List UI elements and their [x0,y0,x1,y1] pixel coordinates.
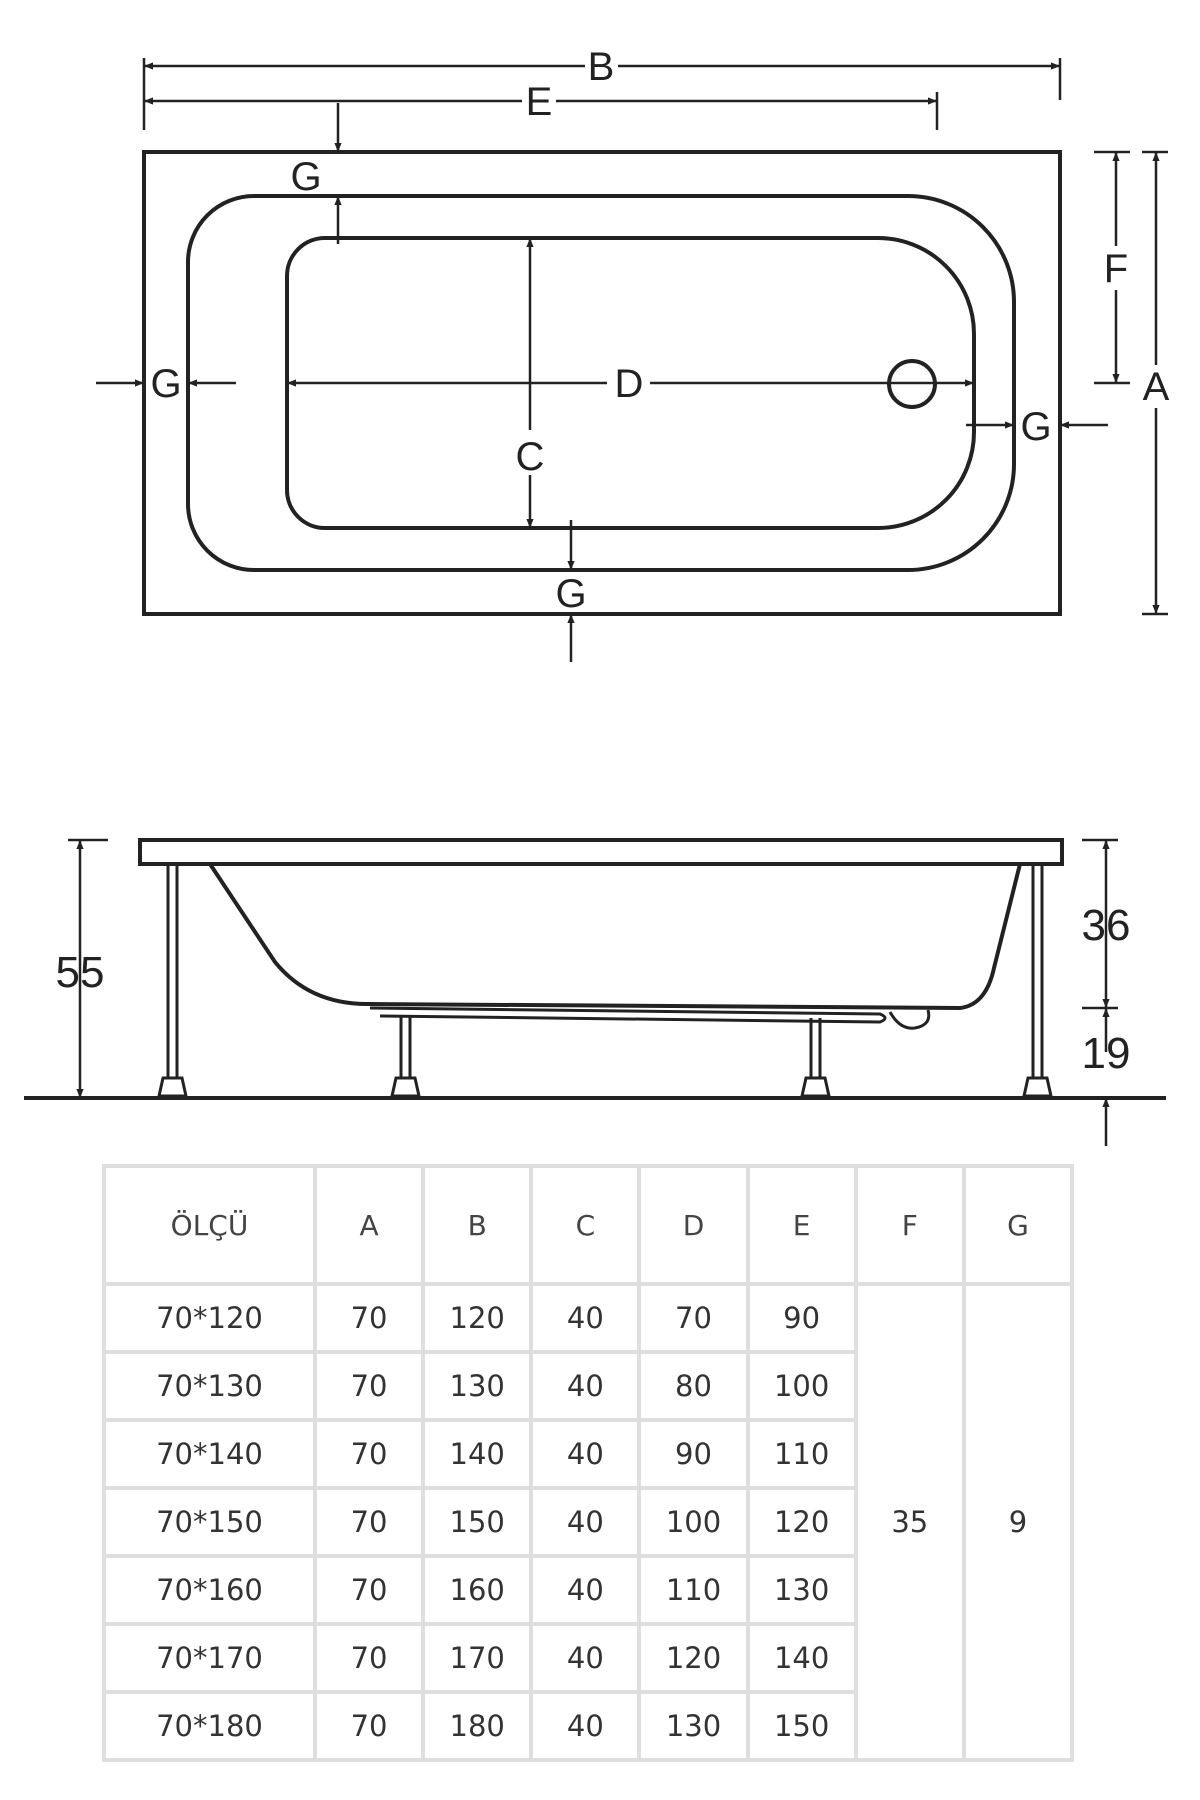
cell-e: 120 [749,1490,854,1554]
label-c: C [516,435,545,479]
side-view [24,838,1166,1146]
cell-a: 70 [317,1286,422,1350]
side-tub-bottom [369,1006,887,1024]
header-f: F [857,1168,962,1282]
cell-size: 70*170 [106,1626,313,1690]
cell-e: 100 [749,1354,854,1418]
cell-b: 180 [425,1694,530,1758]
tub-basin [285,236,976,530]
cell-a: 70 [317,1490,422,1554]
cell-size: 70*160 [106,1558,313,1622]
header-b: B [425,1168,530,1282]
top-view-labels: B E G G D C G G F A [150,45,1169,616]
label-d: D [615,362,644,406]
cell-c: 40 [533,1694,638,1758]
cell-a: 70 [317,1354,422,1418]
cell-d: 110 [641,1558,746,1622]
header-d: D [641,1168,746,1282]
cell-size: 70*150 [106,1490,313,1554]
cell-e: 150 [749,1694,854,1758]
cell-a: 70 [317,1558,422,1622]
label-g-right: G [1020,405,1051,449]
table-row: 70*130 70 130 40 80 100 [106,1354,1070,1418]
label-e: E [526,80,553,124]
cell-c: 40 [533,1354,638,1418]
bathtub-technical-drawing: B E G G D C G G F A [24,45,1170,1146]
tub-inner-rim [186,194,1016,572]
header-e: E [749,1168,854,1282]
cell-a: 70 [317,1694,422,1758]
cell-d: 130 [641,1694,746,1758]
table-row: 70*150 70 150 40 100 120 [106,1490,1070,1554]
label-19: 19 [1082,1029,1131,1078]
cell-b: 160 [425,1558,530,1622]
cell-d: 70 [641,1286,746,1350]
cell-b: 120 [425,1286,530,1350]
side-tub-body [208,862,1022,1011]
cell-c: 40 [533,1490,638,1554]
cell-e: 110 [749,1422,854,1486]
cell-b: 170 [425,1626,530,1690]
header-c: C [533,1168,638,1282]
label-a: A [1143,365,1170,409]
cell-d: 90 [641,1422,746,1486]
label-f: F [1104,247,1128,291]
table-row: 70*120 70 120 40 70 90 35 9 [106,1286,1070,1758]
foot-1 [157,1076,188,1098]
label-55: 55 [56,948,105,997]
dimensions-table: ÖLÇÜ A B C D E F G 70*120 70 120 40 70 9… [102,1164,1074,1762]
cell-e: 130 [749,1558,854,1622]
cell-e: 90 [749,1286,854,1350]
cell-size: 70*140 [106,1422,313,1486]
foot-3 [800,1076,831,1098]
side-drain-trap [888,1009,931,1030]
cell-size: 70*130 [106,1354,313,1418]
cell-b: 130 [425,1354,530,1418]
cell-d: 120 [641,1626,746,1690]
top-view [96,58,1168,662]
cell-a: 70 [317,1626,422,1690]
side-view-labels: 55 36 19 [56,901,1131,1078]
table-header-row: ÖLÇÜ A B C D E F G [106,1168,1070,1282]
table-row: 70*180 70 180 40 130 150 [106,1694,1070,1758]
label-b: B [588,45,615,89]
cell-d: 80 [641,1354,746,1418]
foot-4 [1022,1076,1053,1098]
label-36: 36 [1082,901,1131,950]
label-g-left: G [150,362,181,406]
label-g-top: G [290,155,321,199]
table-row: 70*140 70 140 40 90 110 [106,1422,1070,1486]
table-row: 70*170 70 170 40 120 140 [106,1626,1070,1690]
cell-f-merged: 35 [857,1286,962,1758]
header-g: G [965,1168,1070,1282]
cell-g-merged: 9 [965,1286,1070,1758]
cell-b: 140 [425,1422,530,1486]
cell-a: 70 [317,1422,422,1486]
cell-c: 40 [533,1286,638,1350]
table-row: 70*160 70 160 40 110 130 [106,1558,1070,1622]
cell-e: 140 [749,1626,854,1690]
cell-c: 40 [533,1422,638,1486]
cell-b: 150 [425,1490,530,1554]
cell-c: 40 [533,1626,638,1690]
cell-d: 100 [641,1490,746,1554]
cell-size: 70*120 [106,1286,313,1350]
label-g-bottom: G [555,572,586,616]
side-rim [138,838,1064,866]
cell-size: 70*180 [106,1694,313,1758]
cell-c: 40 [533,1558,638,1622]
foot-2 [390,1076,421,1098]
header-a: A [317,1168,422,1282]
header-olcu: ÖLÇÜ [106,1168,313,1282]
